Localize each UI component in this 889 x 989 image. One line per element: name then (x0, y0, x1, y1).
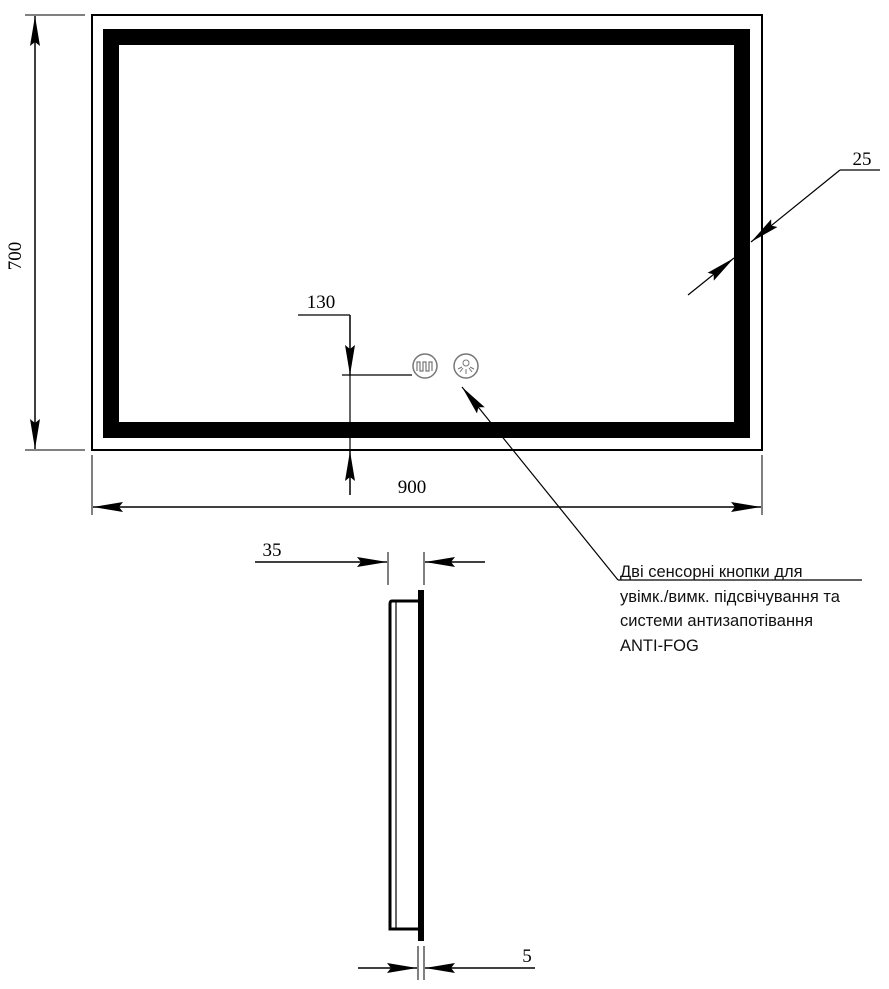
frame-width-label: 25 (853, 149, 872, 170)
light-icon (453, 353, 479, 379)
note-line: ANTI-FOG (620, 636, 699, 655)
touch-buttons-note: Дві сенсорні кнопки для увімк./вимк. під… (620, 560, 840, 658)
note-line: Дві сенсорні кнопки для (620, 563, 803, 581)
led-frame (103, 29, 750, 438)
glass-thickness-label: 5 (522, 946, 532, 967)
button-offset-label: 130 (307, 292, 336, 313)
note-line: системи антизапотівання (620, 612, 814, 630)
heater-icon (412, 353, 438, 379)
mirror-outline (91, 14, 763, 451)
note-line: увімк./вимк. підсвічування та (620, 587, 840, 606)
height-label: 700 (5, 242, 26, 271)
width-label: 900 (398, 477, 427, 498)
side-profile-body (388, 599, 419, 931)
depth-label: 35 (263, 540, 282, 561)
